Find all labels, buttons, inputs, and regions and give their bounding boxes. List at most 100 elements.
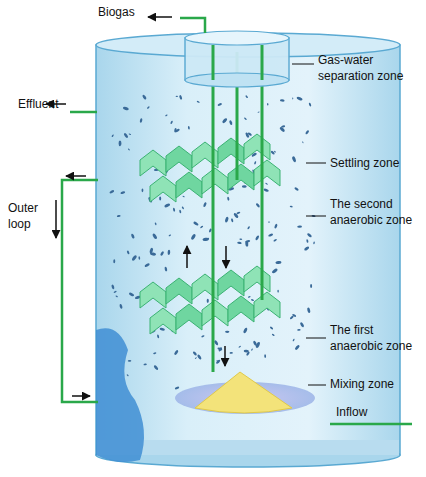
zone-label: Mixing zone — [330, 376, 420, 392]
sludge-particle — [188, 126, 190, 130]
sludge-particle — [154, 222, 156, 225]
sludge-particle — [292, 97, 293, 99]
sludge-particle — [113, 259, 115, 263]
sludge-particle — [245, 132, 250, 138]
sludge-particle — [117, 215, 121, 218]
zone-label: Biogas — [98, 4, 158, 20]
sludge-particle — [179, 95, 183, 100]
sludge-particle — [271, 268, 278, 274]
sludge-particle — [255, 235, 260, 241]
separator-plate — [202, 300, 228, 326]
sludge-particle — [245, 95, 248, 99]
sludge-particle — [230, 352, 233, 354]
sludge-particle — [165, 114, 168, 116]
sludge-particle — [143, 363, 146, 365]
sludge-particle — [113, 290, 117, 293]
riser-top — [212, 45, 215, 80]
sludge-particle — [297, 329, 301, 331]
sludge-particle — [138, 256, 140, 260]
sludge-particle — [164, 203, 171, 208]
sludge-particle — [231, 218, 234, 222]
riser-pipes — [213, 52, 262, 372]
sludge-particle — [289, 315, 294, 320]
separator-plate — [140, 282, 166, 308]
sludge-particle — [174, 386, 179, 390]
zone-label: The first anaerobic zone — [330, 322, 422, 354]
sludge-particle — [197, 354, 202, 360]
separator-plate — [244, 266, 270, 292]
separator-plate — [228, 296, 254, 322]
sludge-particle — [255, 203, 260, 208]
sludge-particle — [307, 233, 313, 238]
zone-label: The second anaerobic zone — [330, 196, 418, 228]
separator-plate — [218, 138, 244, 164]
sludge-particle — [274, 151, 276, 153]
separator-plate — [218, 270, 244, 296]
sludge-particle — [159, 327, 165, 331]
zone-label: Effluent — [18, 96, 78, 112]
sludge-particle — [280, 99, 285, 102]
sludge-cone — [195, 372, 292, 413]
sludge-particle — [123, 132, 128, 138]
sludge-particle — [201, 335, 205, 338]
sludge-particle — [255, 341, 261, 348]
sludge-particle — [142, 189, 144, 193]
sludge-particle — [291, 156, 296, 163]
sludge-particle — [264, 354, 266, 358]
sludge-particle — [244, 117, 247, 120]
sludge-particle — [195, 357, 198, 359]
sludge-particle — [248, 296, 251, 298]
separator-plate — [176, 172, 202, 198]
sludge-particle — [181, 206, 184, 209]
sludge-particle — [242, 185, 247, 187]
zone-label: Settling zone — [330, 155, 420, 171]
zone-label: Gas-water separation zone — [318, 52, 424, 84]
sludge-particle — [294, 344, 300, 350]
sludge-particle — [224, 216, 229, 223]
separator-plate — [254, 160, 280, 186]
sludge-particle — [168, 234, 171, 236]
sludge-particle — [147, 106, 150, 109]
sludge-particle — [115, 295, 118, 297]
sludge-particle — [128, 133, 131, 135]
sludge-particle — [251, 348, 253, 351]
separator-plate — [140, 150, 166, 176]
separator-plate — [176, 304, 202, 330]
separator-plate — [150, 308, 176, 334]
sludge-particle — [237, 242, 242, 245]
sludge-particle — [305, 130, 310, 135]
sludge-particle — [299, 322, 304, 328]
sludge-particle — [218, 347, 223, 352]
sludge-particle — [170, 120, 173, 124]
sludge-particle — [193, 221, 199, 226]
sludge-particle — [239, 238, 242, 240]
sludge-particle — [111, 134, 114, 137]
sludge-particle — [123, 106, 130, 110]
sludge-particle — [126, 374, 129, 377]
sludge-particle — [247, 226, 250, 230]
sludge-particle — [139, 118, 142, 123]
separator-plate — [244, 134, 270, 160]
reactor-body — [96, 45, 400, 455]
sludge-particle — [243, 327, 248, 334]
sludge-particle — [310, 284, 312, 288]
sludge-particle — [238, 345, 241, 348]
flow-arrows — [46, 17, 226, 396]
sludge-particle — [277, 290, 279, 293]
sludge-particle — [119, 140, 122, 146]
sludge-particle — [119, 304, 123, 309]
riser-top — [261, 45, 264, 80]
sludge-particle — [126, 250, 129, 254]
sludge-particle — [190, 233, 196, 240]
sludge-particle — [257, 111, 259, 113]
sludge-particle — [267, 103, 268, 106]
sludge-particle — [270, 326, 274, 330]
sludge-particle — [200, 225, 204, 228]
sludge-particle — [159, 196, 161, 200]
sludge-particle — [268, 233, 273, 237]
sludge-particle — [120, 191, 125, 195]
sludge-particle — [274, 223, 278, 228]
sludge-particle — [272, 333, 275, 336]
sludge-particle — [222, 117, 228, 123]
sludge-particle — [275, 261, 281, 265]
